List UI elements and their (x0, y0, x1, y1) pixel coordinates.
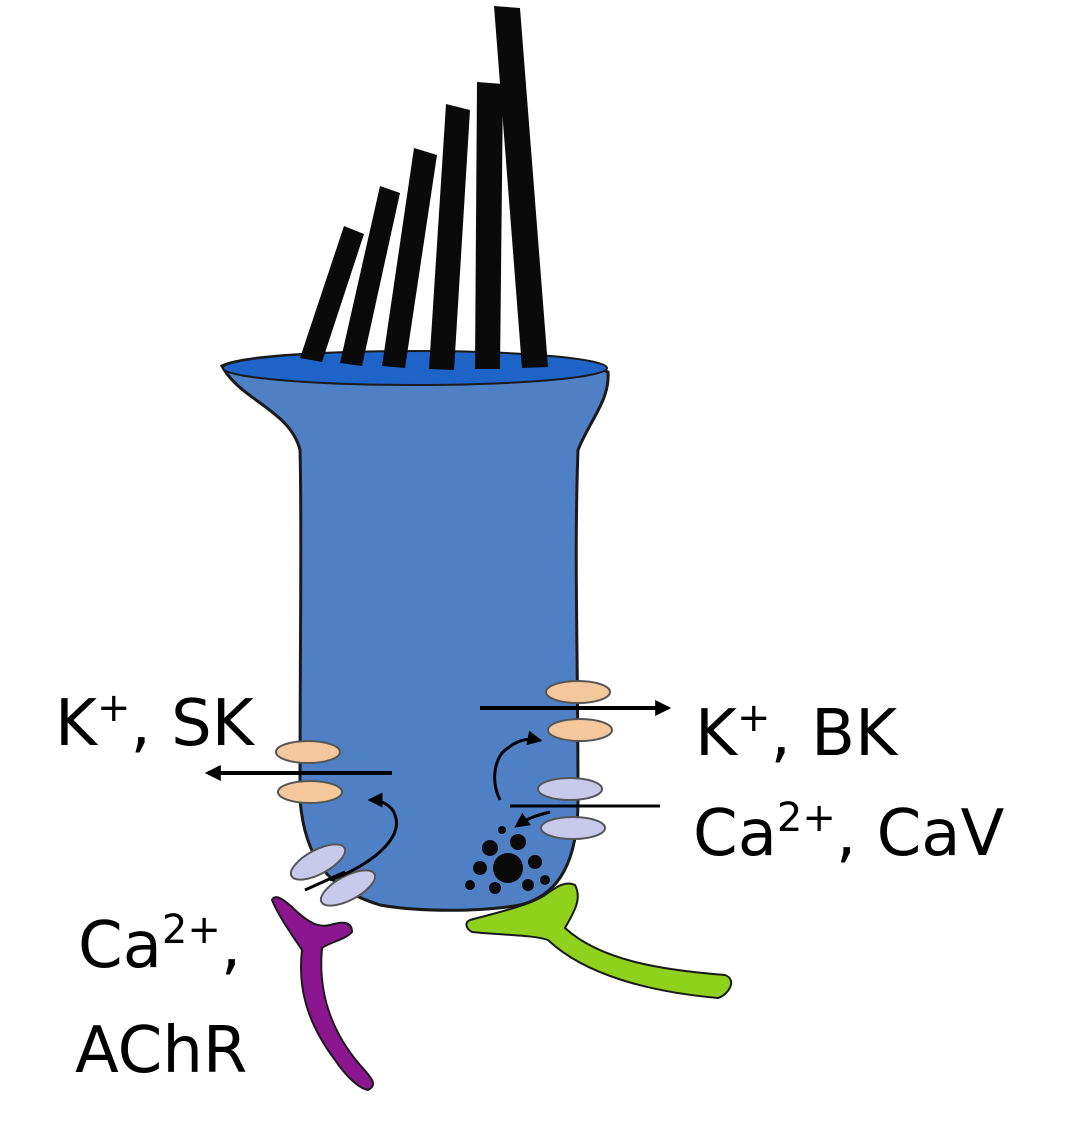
cav-calcium-channel (537, 777, 606, 840)
cuticular-plate (222, 350, 608, 386)
achr-to-sk-arrow (329, 792, 399, 882)
label-k-sk: K+, SK (55, 685, 256, 761)
cav-to-vesicles-arrow (514, 810, 551, 828)
sk-potassium-channel (275, 740, 343, 804)
cav-to-bk-arrow (493, 730, 543, 801)
label-ca-achr: Ca2+, (78, 907, 241, 983)
afferent-nerve-terminal (465, 882, 733, 1000)
label-ca-cav: Ca2+, CaV (693, 795, 1004, 871)
hair-bundle (300, 6, 548, 370)
efferent-nerve-terminal (270, 896, 375, 1092)
achr-calcium-channel (289, 843, 377, 907)
achr-influx-line (304, 870, 346, 892)
label-achr: AChR (75, 1014, 247, 1088)
bk-potassium-channel (545, 680, 613, 742)
synaptic-vesicles (465, 826, 550, 894)
label-k-bk: K+, BK (695, 695, 899, 771)
